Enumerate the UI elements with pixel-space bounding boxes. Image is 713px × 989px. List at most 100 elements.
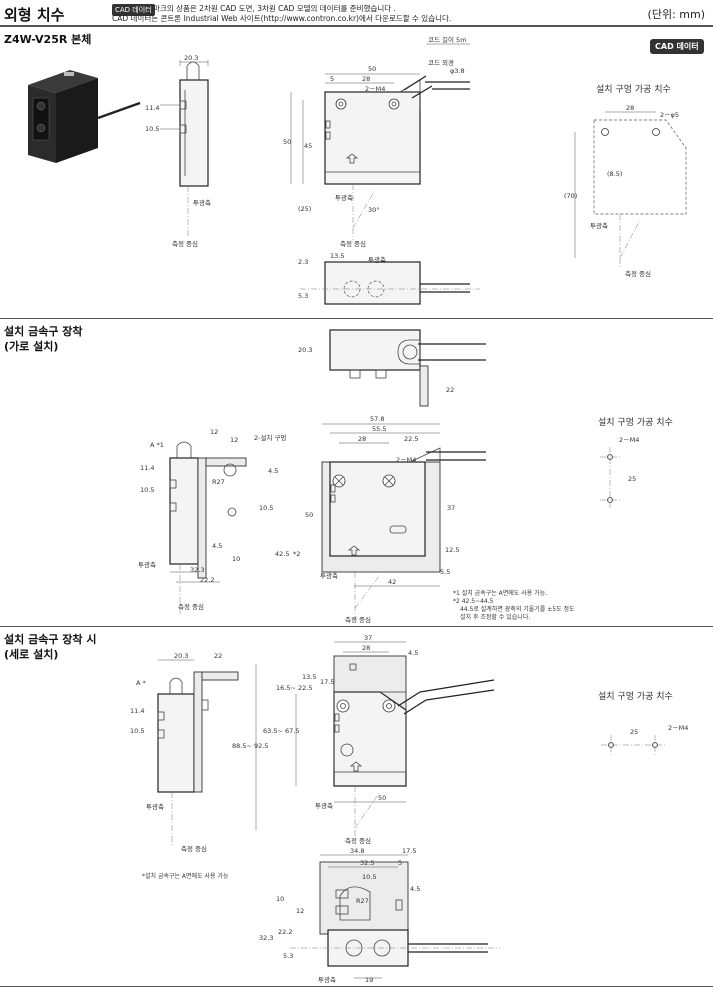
- header-note-line1: 마크의 상품은 2차원 CAD 도면, 3차원 CAD 모델의 데이터를 준비했…: [153, 4, 396, 13]
- dim-s3f-13-5: 13.5: [302, 673, 316, 681]
- dim-s1h-70p: (70): [564, 192, 577, 200]
- header-divider: [0, 25, 713, 27]
- dim-s2f-37: 37: [447, 504, 455, 512]
- cad-data-badge: CAD 데이터: [112, 4, 155, 16]
- dim-s3f-37: 37: [364, 634, 372, 642]
- dim-s1-50-left: 50: [283, 138, 291, 146]
- label-s3-a-star: A *: [136, 679, 147, 687]
- product-photo: [28, 70, 141, 163]
- dim-s2f-55-5: 55.5: [372, 425, 386, 433]
- note-h2: *2 42.5~44.5: [453, 598, 494, 605]
- section-divider-2: [0, 626, 713, 627]
- dim-s2-32-3: 32.3: [190, 566, 204, 574]
- label-s1h-measure-center: 측정 중심: [625, 269, 651, 278]
- dim-s3f-88-5-92-5: 88.5~ 92.5: [232, 742, 268, 750]
- label-s2f-2m4: 2－M4: [396, 456, 416, 464]
- label-s1h-emit-axis: 투광축: [590, 221, 608, 230]
- dim-s2-22-2: 22.2: [200, 576, 214, 584]
- section-divider-1: [0, 318, 713, 319]
- label-s1-emit-axis: 투광축: [193, 198, 211, 207]
- dim-s1-5: 5: [330, 75, 334, 83]
- dim-s2-10-5: 10.5: [140, 486, 154, 494]
- dim-s3-10-5: 10.5: [130, 727, 144, 735]
- section-title-vertical-line2: (세로 설치): [4, 648, 59, 661]
- label-s3b-r27: R27: [356, 897, 369, 905]
- dim-s3f-63-5-67-5: 63.5~ 67.5: [263, 727, 299, 735]
- dim-s2-4-5a: 4.5: [268, 467, 278, 475]
- label-s1-emit-axis-front: 투광축: [335, 193, 353, 202]
- label-s1-2m4: 2－M4: [365, 85, 385, 93]
- dim-s3b-17-5: 17.5: [402, 847, 416, 855]
- label-s3f-measure-center: 측정 중심: [345, 836, 371, 845]
- dim-s3b-32-5: 32.5: [360, 859, 374, 867]
- section-title-horizontal-line2: (가로 설치): [4, 340, 59, 353]
- dim-s1-45: 45: [304, 142, 312, 150]
- dim-s1-11-4: 11.4: [145, 104, 159, 112]
- label-s2-r27: R27: [212, 478, 225, 486]
- dim-s3b-5: 5: [398, 859, 402, 867]
- body-front-view: 50 5 28 2－M4 50 45 (25) 코드 길이 5m 코드 외경 φ…: [283, 35, 470, 248]
- label-s1-cord-length: 코드 길이 5m: [428, 35, 467, 44]
- dim-s1-10-5: 10.5: [145, 125, 159, 133]
- label-s1-measure-center-front: 측정 중심: [340, 239, 366, 248]
- dim-s3-11-4: 11.4: [130, 707, 144, 715]
- dim-s2h-25: 25: [628, 475, 636, 483]
- dim-s1h-28: 28: [626, 104, 634, 112]
- label-s2f-measure-center: 측정 중심: [345, 615, 371, 624]
- note-v1: *설치 금속구는 A면에도 사용 가능: [142, 873, 229, 880]
- label-s2-two-holes: 2-설치 구멍: [254, 433, 286, 442]
- dim-s1-28: 28: [362, 75, 370, 83]
- dim-s3b-34-8: 34.8: [350, 847, 364, 855]
- label-s1h-2phi5: 2－φ5: [660, 111, 679, 119]
- dim-s3f-28: 28: [362, 644, 370, 652]
- dim-s2-10: 10: [232, 555, 240, 563]
- vertical-hole-pattern: 25 2－M4: [601, 724, 688, 755]
- header-note-line2: CAD 데이터는 콘트론 Industrial Web 사이트(http://w…: [112, 14, 452, 23]
- label-s1-measure-center: 측정 중심: [172, 239, 198, 248]
- dim-s2f-22-5: 22.5: [404, 435, 418, 443]
- section-title-vertical-line1: 설치 금속구 장착 시: [4, 633, 97, 646]
- dim-s1-25p: (25): [298, 205, 311, 213]
- body-hole-pattern: 28 2－φ5 (70) (8.5) 투광축 측정 중심: [564, 104, 687, 278]
- horizontal-hole-pattern: 2－M4 25: [600, 436, 639, 510]
- note-h4: 설치 후 조정할 수 있습니다.: [460, 614, 531, 621]
- dim-s3b-22-2: 22.2: [278, 928, 292, 936]
- hole-dimension-title-body: 설치 구멍 가공 치수: [596, 85, 671, 95]
- label-s3f-emit-axis: 투광축: [315, 801, 333, 810]
- label-s3h-2m4: 2－M4: [668, 724, 688, 732]
- dim-s3b-5-3: 5.3: [283, 952, 293, 960]
- label-s1-emit-axis-bottom: 투광축: [368, 255, 386, 264]
- dim-s1-2-3: 2.3: [298, 258, 308, 266]
- hole-dimension-title-vertical: 설치 구멍 가공 치수: [598, 692, 673, 702]
- dim-s3b-19: 19: [365, 976, 373, 984]
- section-title-body: Z4W-V25R 본체: [4, 33, 92, 46]
- dim-s2-42-5: 42.5: [275, 550, 289, 558]
- label-s2-a-star1: A *1: [150, 441, 164, 449]
- label-s3b-emit-axis: 투광축: [318, 975, 336, 984]
- dim-s2t-20-3: 20.3: [298, 346, 312, 354]
- dim-s2-11-4: 11.4: [140, 464, 154, 472]
- dim-s3b-4-5: 4.5: [410, 885, 420, 893]
- note-h3: 44.5로 설계하면 광축의 기울기를 ±5도 정도: [460, 606, 575, 613]
- cad-data-button[interactable]: CAD 데이터: [650, 39, 704, 54]
- horizontal-side-view: A *1 12 12 2-설치 구멍 11.4 10.5 R27 4.5 10.…: [138, 428, 300, 614]
- dim-s2f-5-5: 5.5: [440, 568, 450, 576]
- dim-s1-5-3: 5.3: [298, 292, 308, 300]
- label-s2-emit-axis: 투광축: [138, 560, 156, 569]
- dim-s3b-12: 12: [296, 907, 304, 915]
- dim-s3b-10-5: 10.5: [362, 873, 376, 881]
- body-side-view: 20.3 11.4 10.5 투광축 측정 중심: [145, 54, 211, 248]
- vertical-side-view: 20.3 22 A * 11.4 10.5 투광축 측정 중심: [130, 652, 239, 853]
- dim-s2f-28: 28: [358, 435, 366, 443]
- horizontal-top-view: 20.3 22: [298, 329, 486, 407]
- dim-s3-20-3: 20.3: [174, 652, 188, 660]
- page-title: 외형 치수: [4, 6, 65, 24]
- dim-s1h-8-5p: (8.5): [607, 170, 622, 178]
- dim-s3h-25: 25: [630, 728, 638, 736]
- vertical-bottom-view: 34.8 17.5 32.5 5 10.5 4.5 R27 10 12 22.2…: [259, 847, 500, 984]
- section-divider-3: [0, 986, 713, 987]
- body-bottom-view: 2.3 13.5 5.3 투광축: [298, 252, 480, 305]
- dim-s2f-42: 42: [388, 578, 396, 586]
- label-s2-star2: *2: [293, 550, 300, 558]
- label-s1-cord-dia-2: φ3.8: [450, 67, 465, 75]
